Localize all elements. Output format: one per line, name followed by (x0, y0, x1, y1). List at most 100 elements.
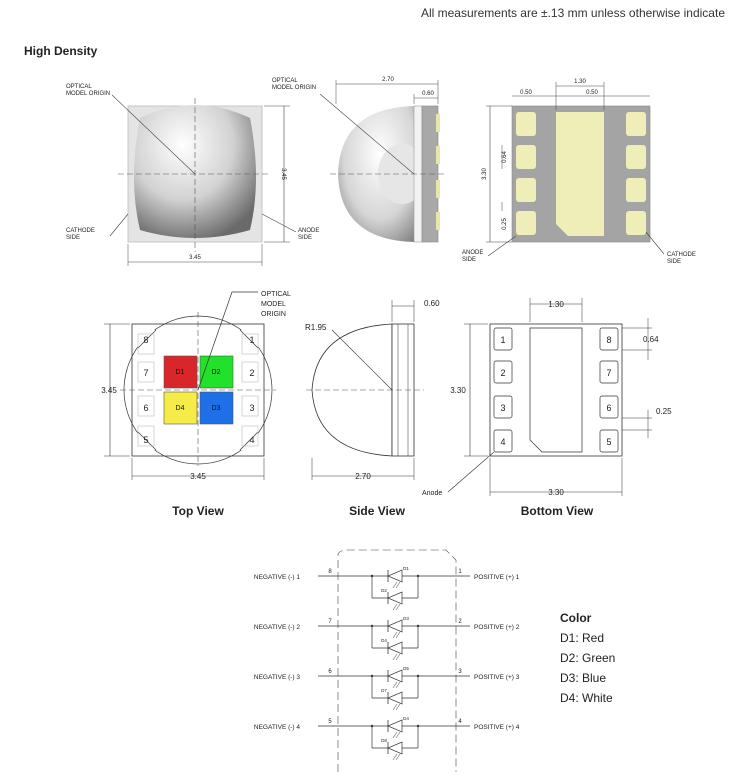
bottom3d-cathode-2: SIDE (667, 259, 681, 265)
top-view-dim-height: 3.45 (101, 386, 117, 395)
schematic-neg-label-3: NEGATIVE (-) 3 (254, 674, 300, 681)
bottom3d-dim-pad: 0.64 (502, 151, 508, 163)
front-cathode-label-1: CATHODE (66, 228, 95, 234)
front-dim-width: 3.45 (189, 255, 201, 261)
bottom3d-pad (626, 112, 646, 136)
schematic-diode-top-3-ray (392, 681, 398, 689)
top-view: 8 1 7 2 6 3 5 4 D1 D2 D4 D3 OPTICAL MODE… (101, 291, 291, 481)
top-view-origin-leader (197, 291, 258, 391)
schematic-pos-pin-2: 2 (458, 619, 462, 625)
top-view-pin-4: 4 (249, 435, 254, 445)
bottom-view: 1 2 3 4 8 7 6 5 1.30 3.30 3.30 0.64 0.25… (422, 298, 672, 497)
schematic-node (416, 624, 420, 628)
side-dim-body: 0.60 (422, 91, 434, 97)
schematic-diode-top-2-ray (395, 631, 401, 639)
die-d4-label: D4 (176, 405, 185, 412)
bottom3d-pad (516, 178, 536, 202)
bottom3d-thermal-pad (556, 112, 604, 236)
schematic-diode-bottom-3-ray (392, 703, 398, 711)
schematic-diode-top-label-1: D1 (403, 566, 409, 571)
die-d1-label: D1 (176, 369, 185, 376)
side-view-dim-body: 0.60 (424, 299, 440, 308)
side-pad (436, 180, 440, 198)
top-view-pin-2: 2 (249, 368, 254, 378)
schematic-neg-label-2: NEGATIVE (-) 2 (254, 624, 300, 631)
schematic-diode-top-3-ray (395, 681, 401, 689)
bottom-view-dim-gap: 0.25 (656, 407, 672, 416)
side-view-label: Side View (349, 504, 405, 518)
schematic-diode-bottom-label-1: D2 (381, 588, 387, 593)
die-d2 (199, 355, 234, 389)
schematic-diode-top-label-4: D4 (403, 716, 409, 721)
schematic-pos-label-1: POSITIVE (+) 1 (474, 574, 520, 581)
side-dim-total: 2.70 (382, 77, 394, 83)
front-optical-label-1: OPTICAL (66, 84, 92, 90)
schematic-node (370, 574, 374, 578)
die-d4 (163, 391, 198, 425)
schematic-diode-bottom-4 (387, 741, 403, 755)
bottom3d-dim-height: 3.30 (482, 168, 488, 180)
schematic-diode-top-2-ray (392, 631, 398, 639)
bottom-view-pin-3: 3 (500, 403, 505, 413)
schematic-pos-pin-4: 4 (458, 719, 462, 725)
bottom-view-dim-top: 1.30 (548, 300, 564, 309)
bottom3d-dim-left: 0.50 (520, 90, 532, 96)
schematic-pos-label-4: POSITIVE (+) 4 (474, 724, 520, 731)
schematic-diode-bottom-label-4: D8 (381, 738, 387, 743)
top-view-optical-1: OPTICAL (261, 291, 291, 298)
front-cathode-leader (109, 213, 129, 237)
schematic-diode-top-4 (387, 719, 403, 733)
die-d2-label: D2 (212, 369, 221, 376)
side-3d-view: OPTICAL MODEL ORIGIN 2.70 0.60 (272, 77, 444, 243)
top-view-optical-2: MODEL (261, 301, 286, 308)
bottom-view-pin-2: 2 (500, 368, 505, 378)
bottom-view-anode-leader (447, 451, 495, 493)
schematic-neg-label-1: NEGATIVE (-) 1 (254, 574, 300, 581)
schematic-package-outline (337, 549, 457, 772)
schematic-diode-bottom-1-ray (392, 603, 398, 611)
bottom3d-pad (626, 145, 646, 169)
top-view-dim-width: 3.45 (190, 472, 206, 481)
front-dim-height: 3.45 (280, 168, 286, 180)
schematic-diode-top-4-ray (392, 731, 398, 739)
side-view-dim-total: 2.70 (355, 472, 371, 481)
schematic-diode-bottom-label-3: D7 (381, 688, 387, 693)
bottom-view-pin-6: 6 (606, 403, 611, 413)
schematic-diode-bottom-1-ray (395, 603, 401, 611)
bottom3d-anode-2: SIDE (462, 257, 476, 263)
front-origin-leader (111, 94, 196, 175)
color-legend-item-d2: D2: Green (560, 651, 616, 665)
color-legend-item-d4: D4: White (560, 691, 613, 705)
top-view-pin-8: 8 (143, 335, 148, 345)
bottom3d-anode-leader (487, 235, 517, 257)
schematic-diode-bottom-2-ray (392, 653, 398, 661)
side-pad (436, 212, 440, 230)
die-d3-label: D3 (212, 405, 221, 412)
side-pad (436, 146, 440, 164)
schematic-node (416, 574, 420, 578)
top-view-pin-3: 3 (249, 403, 254, 413)
side-optical-label-2: MODEL ORIGIN (272, 85, 316, 91)
schematic-diode-bottom-1 (387, 591, 403, 605)
bottom-view-pin-1: 1 (500, 335, 505, 345)
bottom-view-pin-7: 7 (606, 368, 611, 378)
bottom3d-pad (626, 211, 646, 235)
color-legend-item-d1: D1: Red (560, 631, 605, 645)
schematic-diode-top-4-ray (395, 731, 401, 739)
schematic-pos-label-3: POSITIVE (+) 3 (474, 674, 520, 681)
bottom3d-dim-top: 1.30 (574, 79, 586, 85)
bottom-3d-view: 1.30 0.50 0.50 3.30 0.64 0.25 ANODE SIDE… (462, 79, 696, 265)
top-view-pin-1: 1 (249, 335, 254, 345)
side-pad (436, 114, 440, 132)
front-anode-label-1: ANODE (298, 228, 319, 234)
schematic-node (370, 624, 374, 628)
bottom-view-label: Bottom View (520, 504, 594, 518)
bottom3d-dim-gap: 0.25 (502, 218, 508, 230)
schematic-node (416, 674, 420, 678)
schematic-diode-bottom-3 (387, 691, 403, 705)
bottom-view-dim-width: 3.30 (548, 488, 564, 497)
bottom-view-pin-8: 8 (606, 335, 611, 345)
bottom3d-pad (516, 145, 536, 169)
